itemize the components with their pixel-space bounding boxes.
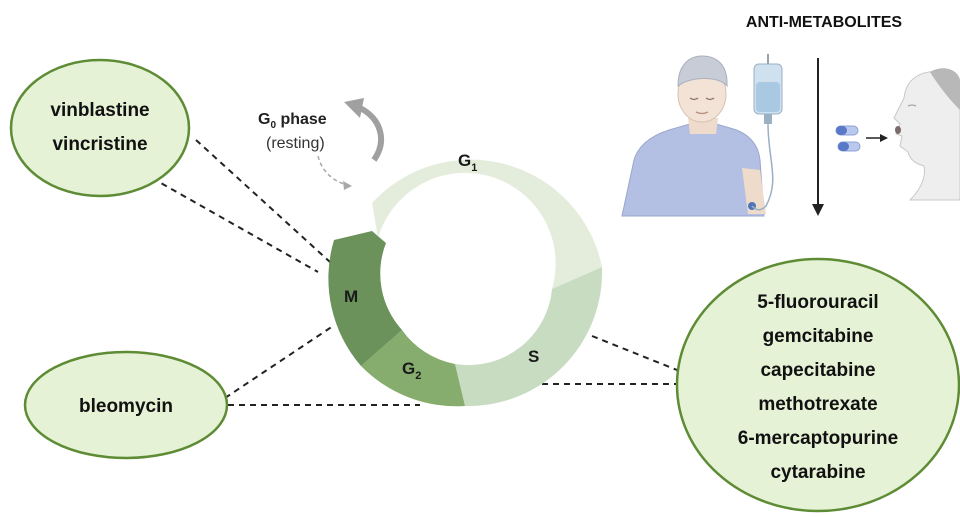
drug-bleomycin: bleomycin: [79, 396, 173, 417]
phase-m-segment: [328, 231, 402, 366]
phase-s-label: S: [528, 347, 539, 366]
drug-6-mercaptopurine: 6-mercaptopurine: [738, 428, 898, 449]
bubble-g2-phase: [23, 350, 229, 460]
g0-enter-arrowhead-icon: [343, 181, 352, 190]
g0-title: G0 phase: [258, 111, 327, 131]
connector-s-top: [591, 335, 683, 373]
patient-oral-icon: [893, 68, 960, 201]
g0-exit-arrowhead-icon: [344, 98, 364, 118]
arrow-down-icon: [812, 58, 824, 216]
phase-g2-label: G2: [402, 359, 421, 382]
connector-bleomycin-top: [224, 325, 334, 399]
pill-capsules-icon: [835, 125, 888, 152]
g0-note: (resting): [266, 135, 325, 152]
anti-metabolites-heading: ANTI-METABOLITES: [746, 14, 902, 31]
cell-cycle-ring: [328, 159, 603, 407]
drug-5-fluorouracil: 5-fluorouracil: [757, 292, 878, 313]
phase-m-label: M: [344, 287, 358, 306]
phase-s-segment: [455, 267, 603, 407]
drug-capecitabine: capecitabine: [760, 360, 875, 381]
drug-vincristine: vincristine: [52, 134, 147, 155]
phase-g1-label: G1: [458, 151, 477, 174]
patient-iv-icon: [621, 55, 766, 217]
phase-g2-segment: [361, 330, 465, 407]
drug-vinblastine: vinblastine: [50, 100, 149, 121]
connector-m-bottom: [151, 177, 319, 273]
drug-methotrexate: methotrexate: [758, 394, 877, 415]
connector-lines: [151, 139, 683, 406]
bubble-s-phase: [675, 257, 960, 513]
iv-bag-icon: [751, 54, 783, 211]
drug-gemcitabine: gemcitabine: [763, 326, 874, 347]
drug-cytarabine: cytarabine: [770, 462, 865, 483]
g0-enter-arrow-icon: [317, 155, 349, 186]
bubble-m-phase: [9, 58, 191, 198]
phase-g1-segment: [372, 159, 602, 289]
connector-m-top: [195, 139, 331, 263]
g0-exit-arrow-icon: [358, 105, 385, 162]
